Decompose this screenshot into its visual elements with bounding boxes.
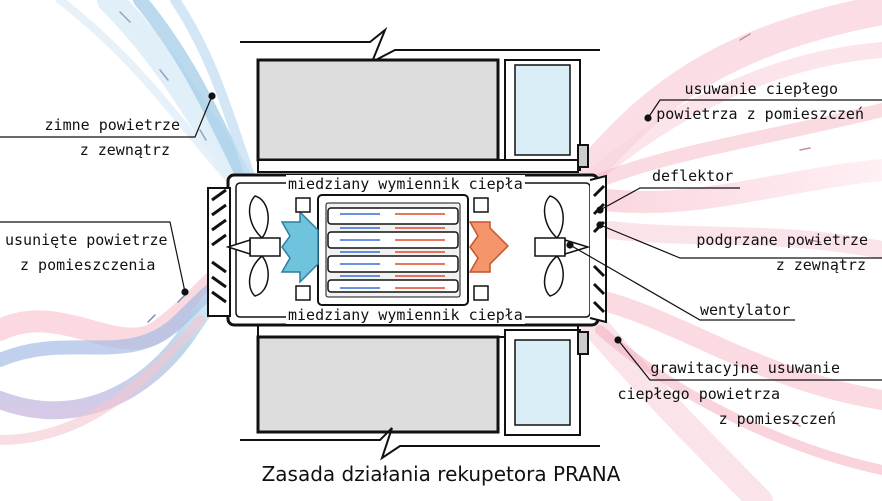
diagram-caption: Zasada działania rekupetora PRANA [261,462,621,486]
removed-air-outflow [0,259,244,445]
wall-bottom [240,324,600,461]
label-removed-air-2: z pomieszczenia [20,256,156,274]
label-heat-exchanger-top: miedziany wymiennik ciepła [286,175,525,193]
connector-top-right [473,197,489,213]
label-removed-air-1: usunięte powietrze [5,231,168,249]
wall-top [240,26,600,173]
label-gravity-3: z pomieszczeń [718,410,836,428]
heat-exchanger [317,194,469,306]
label-warm-removal-2: powietrza z pomieszczeń [656,105,864,123]
cold-flow-block [280,210,319,284]
label-warm-removal-1: usuwanie ciepłego [684,80,838,98]
connector-bottom-right [473,285,489,301]
label-deflector: deflektor [652,167,734,185]
warm-air-flows [575,0,882,501]
label-gravity-2: ciepłego powietrza [617,385,780,403]
label-heat-exchanger-bottom: miedziany wymiennik ciepła [286,306,525,324]
warm-flow-block [468,221,510,273]
label-heated-air-2: z zewnątrz [775,256,866,274]
label-cold-air-2: z zewnątrz [79,141,170,159]
connector-top-left [295,197,311,213]
label-heated-air-1: podgrzane powietrze [696,231,868,249]
callout-lines [0,92,882,381]
label-fan: wentylator [700,301,791,319]
label-cold-air-1: zimne powietrze [44,116,180,134]
fan-left [225,195,281,297]
cold-air-inflow [56,0,260,198]
connector-bottom-left [295,285,311,301]
label-gravity-1: grawitacyjne usuwanie [650,359,840,377]
heat-exchange-arrows [340,213,445,289]
